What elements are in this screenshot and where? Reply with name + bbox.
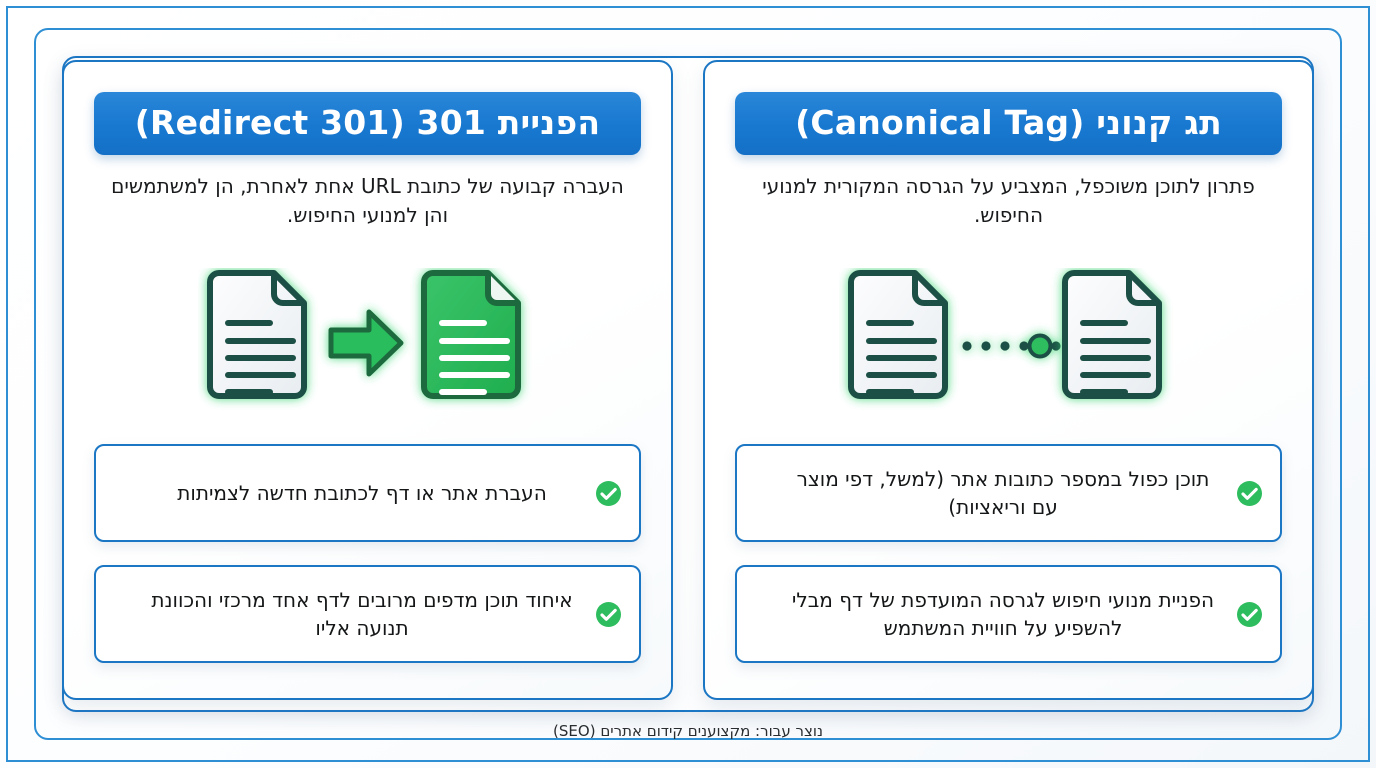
target-document-icon [420,270,521,400]
footer-credit: נוצר עבור: מקצוענים קידום אתרים (SEO) [553,722,823,740]
check-circle-icon [1235,600,1264,629]
original-document-icon [847,270,948,400]
card-title-redirect-301: הפניית 301 (301 Redirect) [94,92,641,156]
bullet-list-redirect-301: העברת אתר או דף לכתובת חדשה לצמיתות איחו… [94,444,641,664]
middle-frame-border [34,28,1342,740]
source-document-icon [206,270,307,400]
card-description-canonical-tag: פתרון לתוכן משוכפל, המצביע על הגרסה המקו… [762,174,1255,228]
bullet-list-canonical-tag: תוכן כפול במספר כתובות אתר (למשל, דפי מו… [735,444,1282,664]
illustration-document-dots-document [735,268,1282,418]
bullet-item: איחוד תוכן מדפים מרובים לדף אחד מרכזי וה… [94,565,641,664]
card-description-redirect-301: העברה קבועה של כתובת URL אחת לאחרת, הן ל… [111,174,624,228]
illustration-document-arrow-document [94,268,641,418]
bullet-item: תוכן כפול במספר כתובות אתר (למשל, דפי מו… [735,444,1282,543]
arrow-right-icon [328,309,403,377]
duplicate-document-icon [1061,270,1162,400]
bullet-item: הפניית מנועי חיפוש לגרסה המועדפת של דף מ… [735,565,1282,664]
bullet-text: הפניית מנועי חיפוש לגרסה המועדפת של דף מ… [791,588,1215,641]
outer-frame-border [6,6,1370,762]
card-canonical-tag: תג קנוני (Canonical Tag) פתרון לתוכן משו… [703,60,1314,700]
card-redirect-301: הפניית 301 (301 Redirect) העברה קבועה של… [62,60,673,700]
check-circle-icon [594,479,623,508]
bullet-text: איחוד תוכן מדפים מרובים לדף אחד מרכזי וה… [151,588,573,641]
bullet-text: תוכן כפול במספר כתובות אתר (למשל, דפי מו… [796,467,1210,520]
check-circle-icon [594,600,623,629]
bullet-item: העברת אתר או דף לכתובת חדשה לצמיתות [94,444,641,543]
bullet-text: העברת אתר או דף לכתובת חדשה לצמיתות [177,481,547,506]
cards-container: הפניית 301 (301 Redirect) העברה קבועה של… [62,60,1314,708]
check-circle-icon [1235,479,1264,508]
card-title-canonical-tag: תג קנוני (Canonical Tag) [735,92,1282,156]
